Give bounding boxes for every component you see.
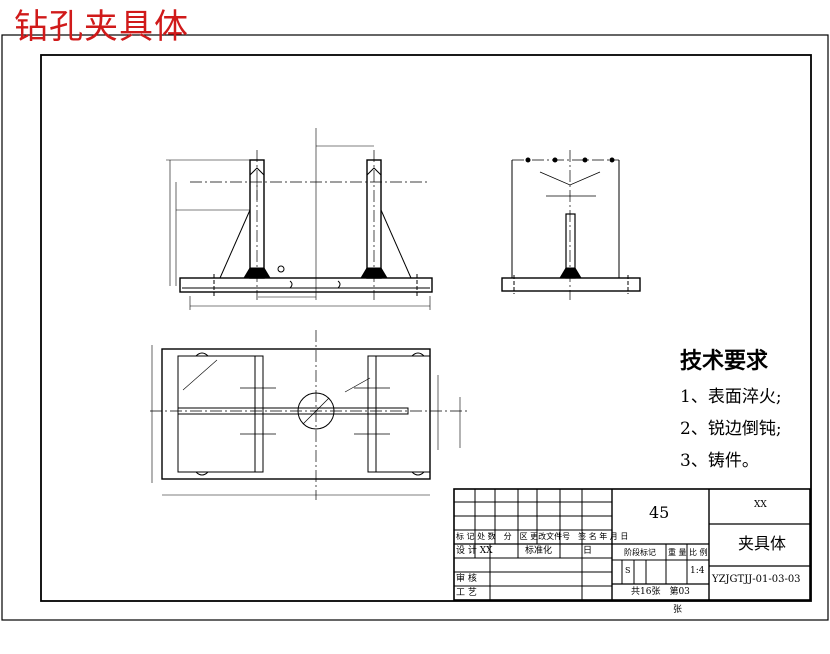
weight-label: 重 量 bbox=[668, 548, 687, 557]
outer-frame bbox=[1, 34, 829, 621]
material-cell: 45 bbox=[649, 503, 670, 522]
stage-mark-label: 阶段标记 bbox=[624, 548, 656, 557]
stage-s-mark: S bbox=[625, 566, 631, 575]
scale-value: 1:4 bbox=[690, 566, 705, 576]
part-name-cell: 夹具体 bbox=[738, 534, 787, 553]
revision-headers: 标 记 处 数 分 区 更改文件号 签 名 年 月 日 bbox=[456, 532, 629, 541]
tech-req-item-3: 3、铸件。 bbox=[680, 451, 759, 471]
drawing-number-cell: YZJGTJJ-01-03-03 bbox=[712, 574, 801, 585]
tech-req-item-2: 2、锐边倒钝; bbox=[680, 419, 782, 439]
designer-code-cell: XX bbox=[754, 500, 767, 510]
standard-label: 标准化 bbox=[525, 546, 553, 556]
drawing-title: 钻孔夹具体 bbox=[14, 7, 189, 47]
top-view bbox=[150, 330, 470, 500]
review-label: 审 核 bbox=[456, 574, 477, 584]
inner-frame bbox=[40, 54, 812, 602]
tech-req-heading: 技术要求 bbox=[680, 349, 769, 374]
process-label: 工 艺 bbox=[456, 588, 477, 598]
sheet-suffix: 张 bbox=[673, 605, 683, 615]
design-label: 设 计 XX bbox=[456, 546, 493, 556]
tech-req-item-1: 1、表面淬火; bbox=[680, 387, 782, 407]
side-view bbox=[501, 150, 641, 300]
sheet-info: 共16张 第03 bbox=[631, 587, 690, 597]
date-label: 日 bbox=[583, 546, 593, 556]
title-block-frame bbox=[453, 488, 811, 601]
front-view bbox=[166, 128, 433, 310]
scale-label: 比 例 bbox=[689, 548, 708, 557]
